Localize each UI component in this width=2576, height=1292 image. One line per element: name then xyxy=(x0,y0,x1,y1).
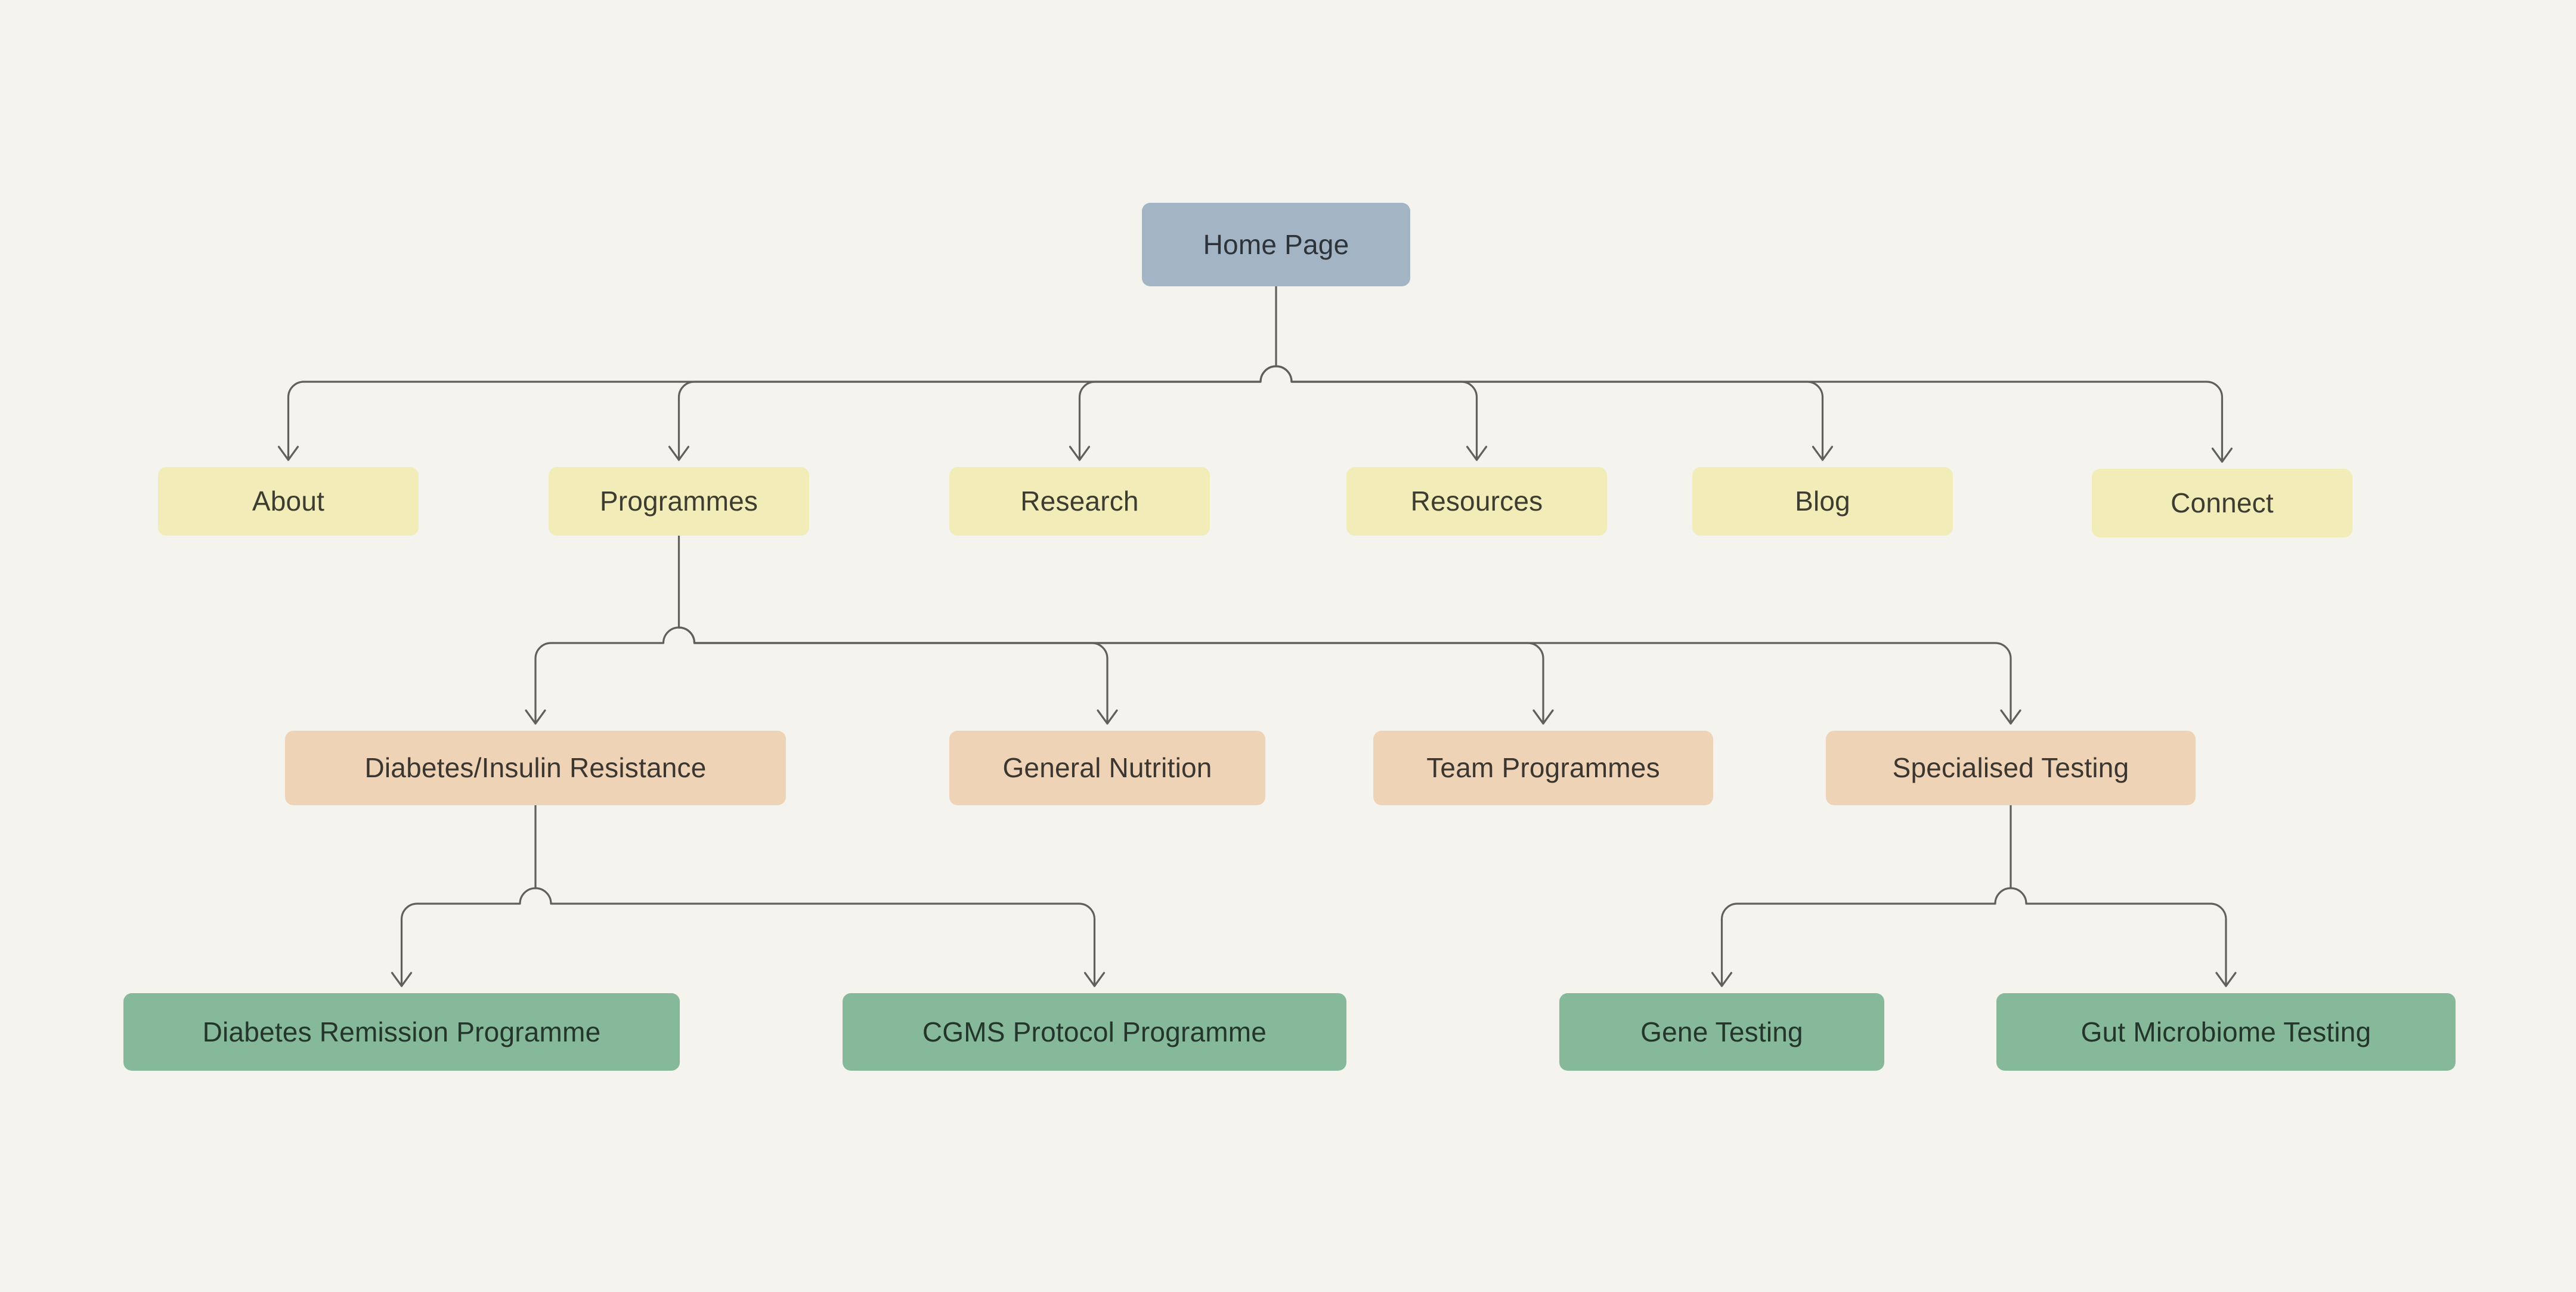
sitemap-node-specialised[interactable]: Specialised Testing xyxy=(1826,731,2196,805)
arrowhead-about xyxy=(277,446,299,461)
arrowhead-gene xyxy=(1711,972,1733,987)
sitemap-node-blog[interactable]: Blog xyxy=(1692,467,1953,536)
connector-programmes-nutrition xyxy=(677,626,1109,725)
sitemap-node-microbiome[interactable]: Gut Microbiome Testing xyxy=(1996,993,2456,1071)
sitemap-node-label: Resources xyxy=(1410,486,1543,517)
sitemap-node-remission[interactable]: Diabetes Remission Programme xyxy=(123,993,680,1071)
arrowhead-team xyxy=(1532,709,1554,725)
sitemap-node-label: Research xyxy=(1020,486,1139,517)
sitemap-node-label: General Nutrition xyxy=(1002,752,1212,784)
connector-home-about xyxy=(287,365,1277,461)
arrowhead-microbiome xyxy=(2215,972,2237,987)
sitemap-node-label: Connect xyxy=(2171,487,2274,519)
sitemap-node-programmes[interactable]: Programmes xyxy=(549,467,809,536)
sitemap-node-team[interactable]: Team Programmes xyxy=(1373,731,1713,805)
sitemap-node-label: Gene Testing xyxy=(1640,1016,1803,1047)
sitemap-node-about[interactable]: About xyxy=(158,467,419,536)
connector-specialised-gene xyxy=(1720,887,2012,987)
sitemap-node-label: About xyxy=(252,486,325,517)
sitemap-node-label: Diabetes Remission Programme xyxy=(202,1016,601,1047)
arrowhead-connect xyxy=(2211,447,2233,463)
sitemap-node-gene[interactable]: Gene Testing xyxy=(1559,993,1884,1071)
arrowhead-blog xyxy=(1812,446,1834,461)
sitemap-node-label: Home Page xyxy=(1203,228,1349,260)
arrowhead-diabetes xyxy=(525,709,546,725)
arrowhead-resources xyxy=(1466,446,1488,461)
sitemap-node-label: Specialised Testing xyxy=(1892,752,2129,784)
arrowhead-programmes xyxy=(668,446,690,461)
arrowhead-cgms xyxy=(1083,972,1106,987)
connector-diabetes-cgms xyxy=(534,887,1096,987)
arrowhead-remission xyxy=(391,972,413,987)
sitemap-node-cgms[interactable]: CGMS Protocol Programme xyxy=(843,993,1346,1071)
arrowhead-specialised xyxy=(2000,709,2021,725)
sitemap-node-label: CGMS Protocol Programme xyxy=(922,1016,1267,1047)
sitemap-node-label: Gut Microbiome Testing xyxy=(2080,1016,2371,1047)
sitemap-node-label: Team Programmes xyxy=(1426,752,1660,784)
sitemap-node-connect[interactable]: Connect xyxy=(2092,469,2352,537)
connector-specialised-microbiome xyxy=(2010,887,2227,987)
sitemap-node-diabetes[interactable]: Diabetes/Insulin Resistance xyxy=(285,731,786,805)
connector-programmes-specialised xyxy=(677,626,2012,725)
sitemap-node-label: Diabetes/Insulin Resistance xyxy=(364,752,707,784)
sitemap-node-resources[interactable]: Resources xyxy=(1346,467,1607,536)
connector-programmes-diabetes xyxy=(534,626,680,725)
sitemap-node-nutrition[interactable]: General Nutrition xyxy=(949,731,1265,805)
connector-programmes-team xyxy=(677,626,1544,725)
connector-home-programmes xyxy=(677,365,1277,461)
connector-home-blog xyxy=(1275,365,1824,461)
sitemap-node-label: Programmes xyxy=(599,486,758,517)
connector-home-resources xyxy=(1275,365,1478,461)
connector-diabetes-remission xyxy=(400,887,537,987)
sitemap-node-home[interactable]: Home Page xyxy=(1142,203,1410,286)
connector-home-research xyxy=(1078,365,1277,461)
sitemap-node-research[interactable]: Research xyxy=(949,467,1210,536)
arrowhead-nutrition xyxy=(1097,709,1118,725)
connector-home-connect xyxy=(1275,365,2224,463)
arrowhead-research xyxy=(1069,446,1091,461)
sitemap-node-label: Blog xyxy=(1795,486,1850,517)
